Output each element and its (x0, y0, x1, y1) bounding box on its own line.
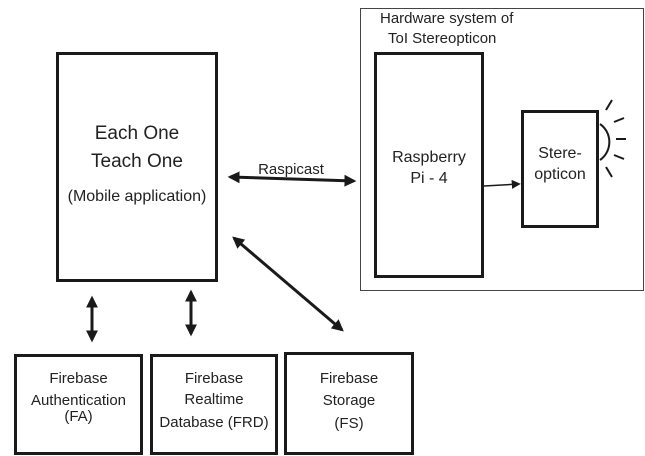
raspberry-pi-label-line1: Raspberry (392, 149, 466, 166)
firebase-storage-line3: (FS) (334, 415, 364, 432)
mobile-app-subtitle: (Mobile application) (67, 188, 207, 205)
light-emission-icon (599, 99, 626, 178)
mobile-app-title-line2: Teach One (91, 151, 183, 172)
hardware-title-line1: Hardware system of (380, 10, 514, 27)
mobile-app-title-line1: Each One (94, 123, 180, 144)
app-storage-arrow (232, 236, 344, 332)
raspicast-arrow (227, 171, 357, 187)
raspberry-pi-box (374, 52, 484, 278)
hardware-title-line2: ToI Stereopticon (388, 30, 497, 47)
firebase-realtime-line2: Realtime (184, 391, 244, 408)
stereopticon-box (521, 110, 599, 228)
stereopticon-label-line1: Stere- (538, 145, 582, 162)
firebase-realtime-line1: Firebase (184, 370, 244, 387)
raspberry-pi-label-line2: Pi - 4 (410, 170, 448, 187)
firebase-storage-box (284, 352, 414, 455)
stereopticon-label-line2: opticon (534, 166, 586, 183)
hardware-system-container (360, 8, 644, 291)
firebase-auth-line1: Firebase (49, 370, 108, 387)
firebase-realtime-box (150, 354, 278, 455)
firebase-realtime-line3: Database (FRD) (159, 414, 269, 431)
mobile-app-box (56, 52, 218, 282)
pi-stereopticon-arrow (483, 179, 521, 189)
firebase-auth-line3: (FA) (64, 408, 93, 425)
firebase-auth-box (14, 354, 143, 455)
firebase-storage-line2: Storage (322, 392, 376, 409)
firebase-storage-line1: Firebase (319, 370, 379, 387)
firebase-auth-line2: Authentication (30, 392, 127, 409)
